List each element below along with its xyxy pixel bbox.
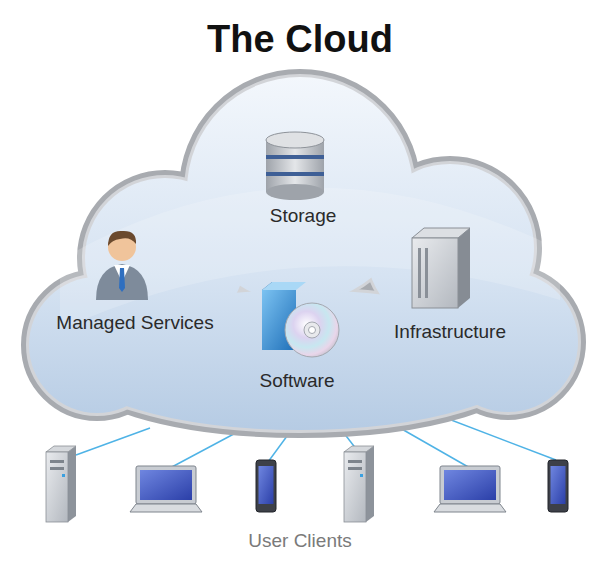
tower-side — [458, 228, 470, 308]
database-band — [266, 155, 324, 159]
tower-front — [412, 238, 458, 308]
software-label: Software — [260, 370, 335, 392]
storage-label: Storage — [270, 205, 337, 227]
software-box-icon — [262, 282, 339, 357]
person-suit — [96, 264, 148, 300]
diagram-title: The Cloud — [207, 18, 393, 62]
client-link — [76, 428, 150, 455]
server-tower-icon — [412, 228, 470, 308]
person-tie — [119, 268, 125, 292]
box-top — [262, 282, 306, 290]
cloud-lobe — [70, 290, 530, 430]
service-label: Managed Services — [56, 312, 213, 334]
tower-slot — [425, 248, 428, 298]
clients-label: User Clients — [248, 530, 351, 552]
client-laptop — [130, 466, 202, 512]
database-icon — [266, 132, 324, 200]
cd-ring — [304, 322, 320, 338]
cloud-outline-inner — [29, 77, 578, 430]
cloud-outline — [29, 77, 578, 430]
person-icon — [96, 231, 148, 300]
database-band — [266, 172, 324, 176]
tower-slot — [418, 248, 421, 298]
client-phone — [548, 460, 568, 512]
person-hair — [108, 231, 136, 246]
cd-disc — [285, 303, 339, 357]
database-top — [266, 132, 324, 148]
client-server — [46, 446, 76, 522]
cloud-lobe — [70, 290, 530, 430]
client-laptop — [434, 466, 506, 512]
database-bottom — [266, 184, 324, 200]
cd-hole — [309, 327, 316, 334]
infrastructure-label: Infrastructure — [394, 321, 506, 343]
client-phone — [256, 460, 276, 512]
client-server — [344, 446, 374, 522]
cloud-lobe — [70, 290, 530, 430]
cloud-body — [29, 77, 578, 430]
